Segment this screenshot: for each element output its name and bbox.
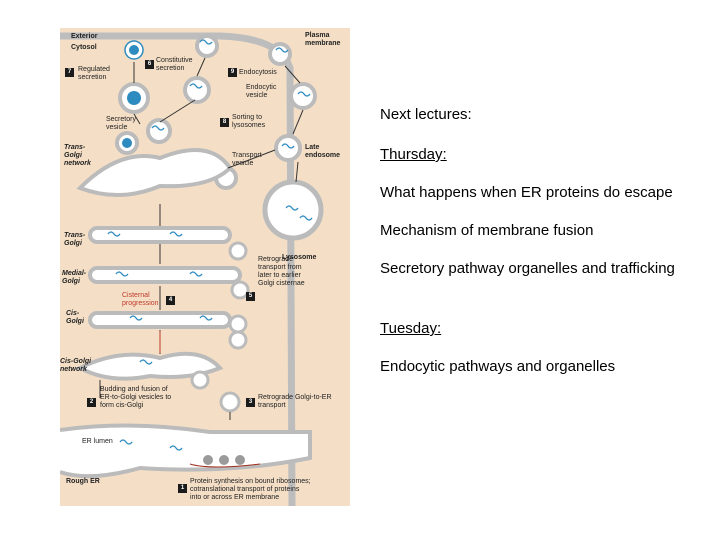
- label-budding-fusion: Budding and fusion of ER-to-Golgi vesicl…: [100, 386, 172, 409]
- label-rough-er: Rough ER: [66, 478, 100, 485]
- ribosome: [235, 455, 245, 465]
- step-7: 7: [65, 68, 74, 77]
- step-5: 5: [246, 292, 255, 301]
- step-3: 3: [246, 398, 255, 407]
- endocytosis-pit: [268, 42, 292, 66]
- label-transport-vesicle: Transport vesicle: [232, 152, 262, 167]
- label-trans-golgi: Trans- Golgi: [64, 232, 86, 247]
- ribosome: [219, 455, 229, 465]
- plasma-membrane-shape: [60, 32, 296, 506]
- label-medial-golgi: Medial- Golgi: [62, 270, 87, 285]
- cis-golgi-network-shape: [75, 351, 224, 381]
- label-late-endosome: Late endosome: [305, 144, 341, 159]
- endocytic-vesicle: [289, 82, 317, 110]
- label-cis-golgi: Cis- Golgi: [66, 310, 84, 325]
- secretory-granule-core: [129, 45, 139, 55]
- step-9: 9: [228, 68, 237, 77]
- constitutive-vesicle-2: [183, 76, 211, 104]
- trans-golgi-cisterna: [88, 226, 232, 244]
- label-er-lumen: ER lumen: [82, 438, 113, 445]
- step-2: 2: [87, 398, 96, 407]
- label-cisternal-progression: Cisternal progression: [122, 292, 159, 307]
- thursday-item: What happens when ER proteins do escape: [380, 184, 673, 201]
- label-retrograde-golgi-er: Retrograde Golgi-to-ER transport: [258, 394, 332, 409]
- label-constitutive-secretion: Constitutive secretion: [156, 57, 193, 72]
- trans-golgi-network-shape: [76, 148, 233, 197]
- sorting-vesicle: [146, 118, 172, 144]
- label-secretory-vesicle: Secretory vesicle: [106, 116, 136, 131]
- notes-heading: Next lectures:: [380, 106, 472, 123]
- label-cis-golgi-network: Cis-Golgi network: [60, 358, 92, 373]
- cargo-proteins: [107, 39, 313, 451]
- step-1: 1: [178, 484, 187, 493]
- step-4: 4: [166, 296, 175, 305]
- late-endosome: [274, 134, 302, 162]
- thursday-item: Secretory pathway organelles and traffic…: [380, 260, 675, 277]
- label-protein-synthesis: Protein synthesis on bound ribosomes; co…: [190, 478, 311, 501]
- label-sorting-to-lysosomes: Sorting to lysosomes: [232, 114, 266, 129]
- label-lysosome: Lysosome: [282, 254, 317, 261]
- label-trans-golgi-network: Trans- Golgi network: [64, 144, 91, 167]
- label-cytosol: Cytosol: [71, 44, 97, 51]
- label-regulated-secretion: Regulated secretion: [78, 66, 110, 81]
- step-8: 8: [220, 118, 229, 127]
- secretory-pathway-figure: Exterior Plasma membrane Cytosol 7 Regul…: [60, 28, 350, 506]
- tuesday-item: Endocytic pathways and organelles: [380, 358, 616, 375]
- label-retrograde-transport: Retrograde transport from later to earli…: [258, 256, 305, 287]
- rough-er-shape: [60, 423, 312, 479]
- thursday-item: Mechanism of membrane fusion: [380, 222, 594, 239]
- lysosome-shape: [262, 179, 324, 241]
- medial-golgi-cisterna: [88, 266, 242, 284]
- secretory-vesicle-core: [127, 91, 141, 105]
- constitutive-vesicle: [195, 34, 219, 58]
- tuesday-label: Tuesday:: [380, 320, 442, 337]
- thursday-label: Thursday:: [380, 146, 447, 163]
- ribosome: [203, 455, 213, 465]
- label-endocytic-vesicle: Endocytic vesicle: [246, 84, 277, 99]
- label-plasma-membrane: Plasma membrane: [305, 32, 341, 47]
- label-exterior: Exterior: [71, 33, 98, 40]
- pathway-diagram: [60, 32, 324, 506]
- label-endocytosis: Endocytosis: [239, 69, 277, 76]
- step-6: 6: [145, 60, 154, 69]
